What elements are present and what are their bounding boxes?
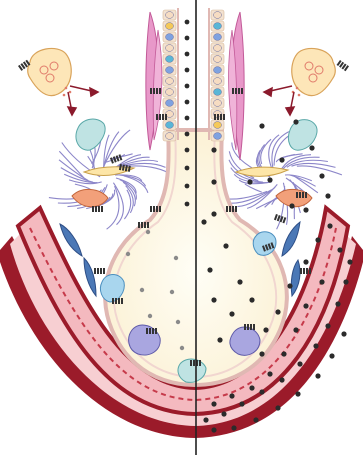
duct-icon	[163, 8, 224, 141]
neuron-icon-left	[18, 48, 71, 96]
signal-arrows	[68, 86, 294, 115]
neuron-icon-right	[292, 48, 349, 96]
